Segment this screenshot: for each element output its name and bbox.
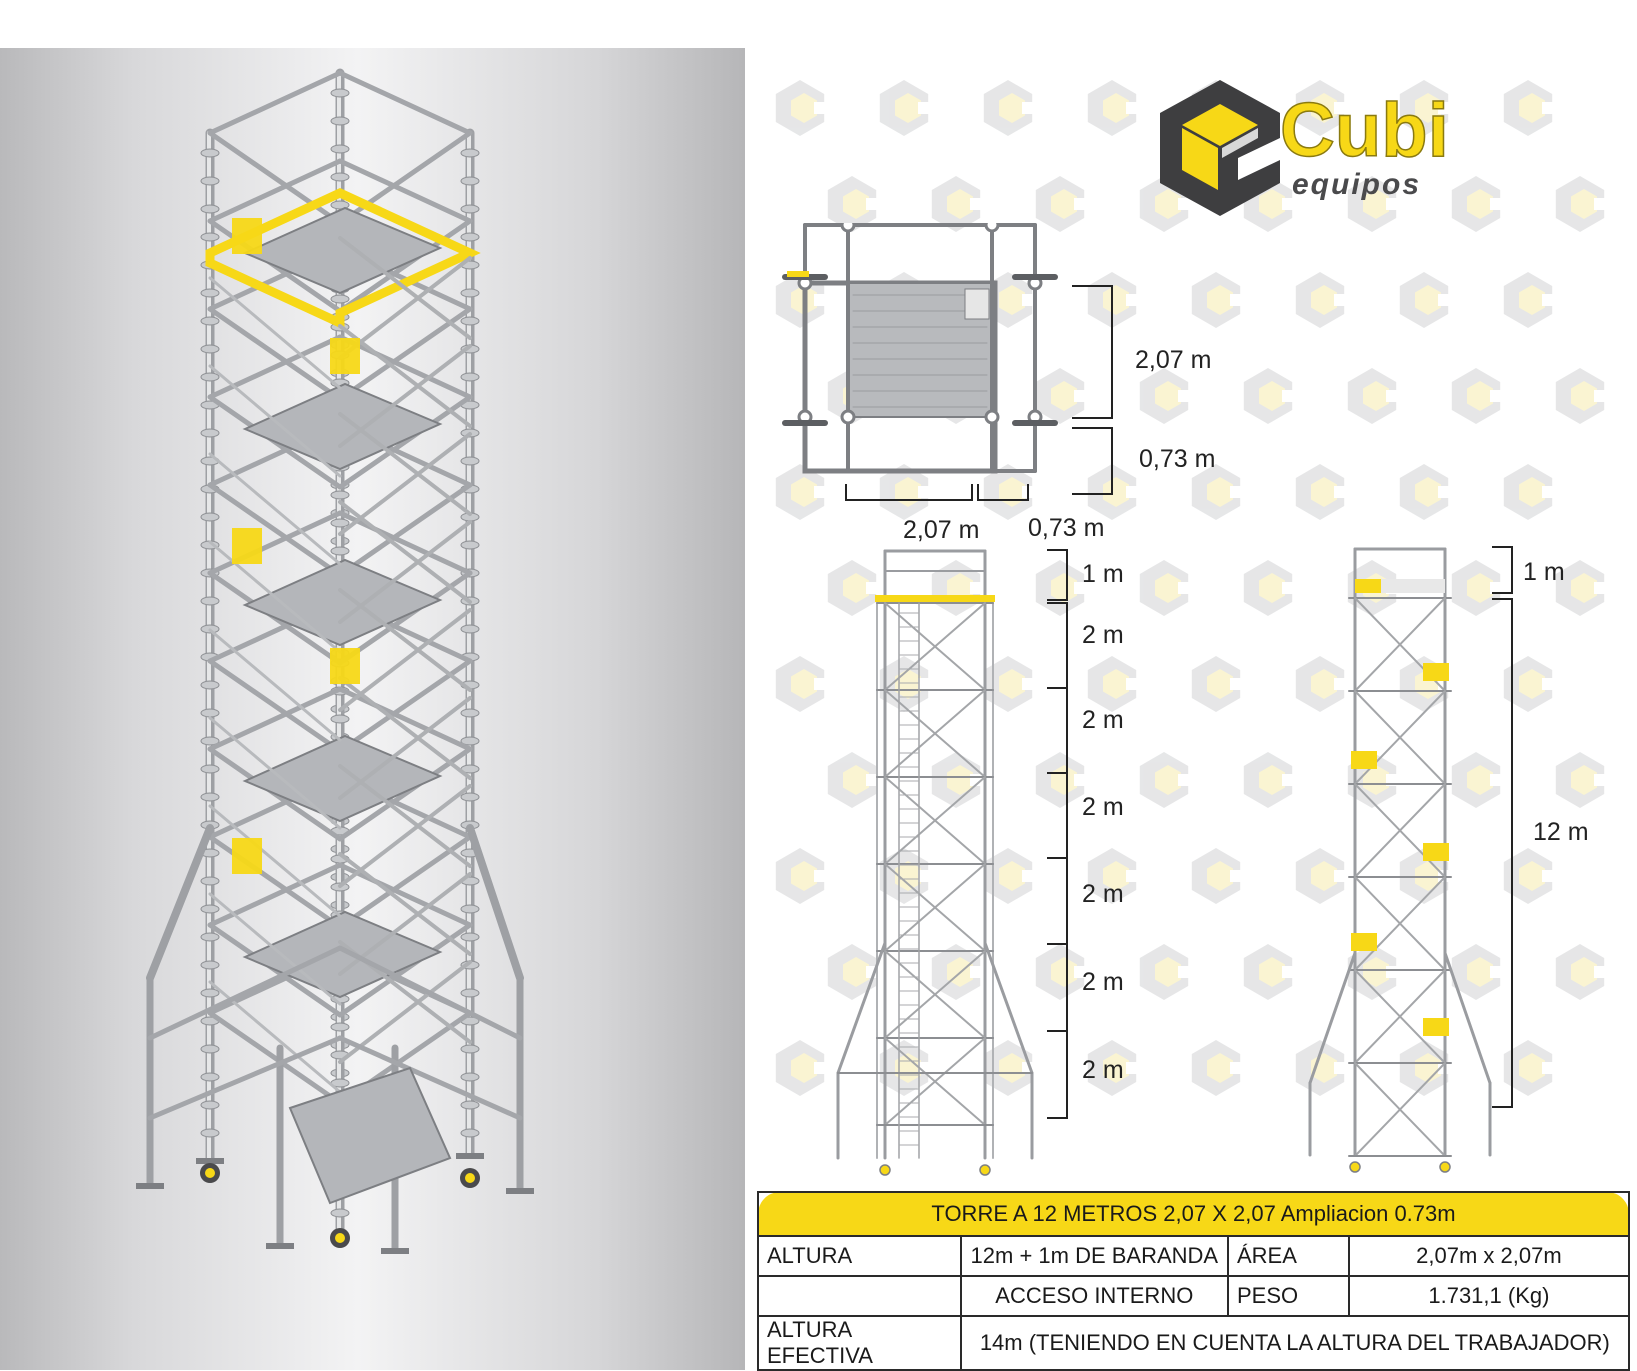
cubi-logo: Cubi equipos: [1160, 80, 1450, 216]
row-label: ALTURA: [757, 1235, 962, 1277]
front-dimension-brackets: [1047, 549, 1068, 1119]
front-section-label: 2 m: [1082, 793, 1124, 821]
front-section-label: 2 m: [1082, 621, 1124, 649]
technical-sheet: Cubi equipos 2,07 m 0,73 m 2,07 m 0,73 m…: [745, 48, 1637, 1371]
tower-render-panel: [0, 48, 745, 1370]
row-value: 12m + 1m DE BARANDA: [959, 1235, 1230, 1277]
brand-name: Cubi: [1280, 88, 1449, 173]
table-row: ALTURA EFECTIVA 14m (TENIENDO EN CUENTA …: [757, 1315, 1631, 1371]
plan-depth-ext-label: 0,73 m: [1139, 445, 1216, 473]
plan-view-drawing: [782, 223, 1058, 474]
spec-table-title: TORRE A 12 METROS 2,07 X 2,07 Ampliacion…: [757, 1191, 1630, 1237]
front-section-label: 2 m: [1082, 706, 1124, 734]
scaffold-tower-3d-render: [136, 68, 534, 1254]
table-row: ACCESO INTERNO PESO 1.731,1 (Kg): [757, 1275, 1631, 1317]
row-value: ACCESO INTERNO: [959, 1275, 1230, 1317]
spec-table-title-row: TORRE A 12 METROS 2,07 X 2,07 Ampliacion…: [757, 1191, 1630, 1237]
side-dimension-brackets: [1492, 546, 1513, 1108]
plan-width-main-label: 2,07 m: [903, 516, 980, 544]
row-label: ALTURA EFECTIVA: [757, 1315, 962, 1371]
brand-tagline: equipos: [1292, 168, 1421, 201]
side-top-label: 1 m: [1523, 558, 1565, 586]
spec-table: TORRE A 12 METROS 2,07 X 2,07 Ampliacion…: [757, 1191, 1631, 1371]
plan-depth-main-label: 2,07 m: [1135, 346, 1212, 374]
row-label2: PESO: [1227, 1275, 1350, 1317]
side-total-label: 12 m: [1533, 818, 1589, 846]
front-top-label: 1 m: [1082, 560, 1124, 588]
front-elevation-drawing: [836, 549, 1034, 1176]
cube-logo-icon: [1160, 80, 1280, 216]
row-value: 14m (TENIENDO EN CUENTA LA ALTURA DEL TR…: [959, 1315, 1631, 1371]
front-section-label: 2 m: [1082, 1056, 1124, 1084]
front-section-label: 2 m: [1082, 968, 1124, 996]
row-value2: 2,07m x 2,07m: [1347, 1235, 1631, 1277]
plan-dimension-lines: [845, 285, 1113, 501]
row-label2: ÁREA: [1227, 1235, 1350, 1277]
front-section-label: 2 m: [1082, 880, 1124, 908]
row-label: [757, 1275, 962, 1317]
plan-width-ext-label: 0,73 m: [1028, 514, 1105, 542]
side-elevation-drawing: [1308, 547, 1492, 1173]
row-value2: 1.731,1 (Kg): [1347, 1275, 1631, 1317]
table-row: ALTURA 12m + 1m DE BARANDA ÁREA 2,07m x …: [757, 1235, 1631, 1277]
